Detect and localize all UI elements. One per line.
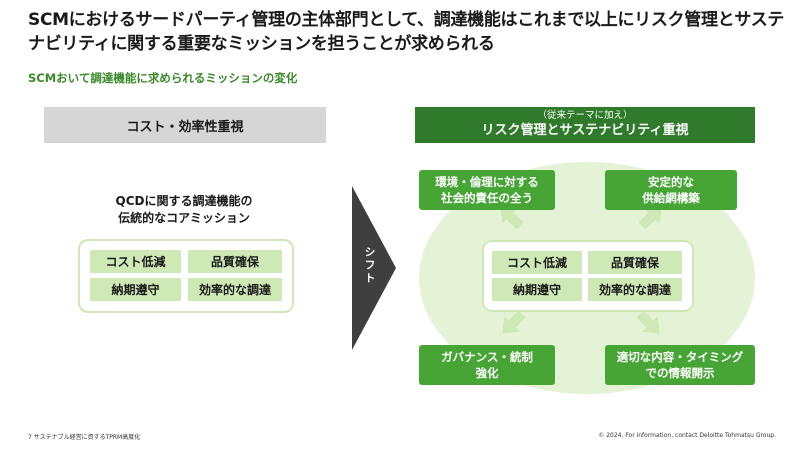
right-header: （従来テーマに加え） リスク管理とサステナビリティ重視	[415, 107, 755, 143]
mission-stable-supply: 安定的な 供給網構築	[605, 170, 737, 210]
mission-disclosure-line2: での情報開示	[645, 366, 715, 380]
arrow-up-right-icon	[638, 206, 662, 230]
mission-governance-line2: 強化	[475, 366, 499, 380]
right-chip-delivery: 納期遵守	[492, 278, 582, 301]
left-caption-line2: 伝統的なコアミッション	[118, 211, 250, 225]
left-caption-line1: QCDに関する調達機能の	[115, 194, 253, 208]
left-chip-quality: 品質確保	[188, 250, 282, 273]
page-title: SCMにおけるサードパーティ管理の主体部門として、調達機能はこれまで以上にリスク…	[28, 10, 785, 54]
right-chip-efficiency: 効率的な調達	[588, 278, 682, 301]
left-chip-cost: コスト低減	[90, 250, 181, 273]
mission-social-responsibility-line2: 社会的責任の全う	[441, 191, 533, 205]
mission-stable-supply-line1: 安定的な	[648, 175, 694, 189]
mission-disclosure-line1: 適切な内容・タイミング	[616, 350, 744, 364]
mission-social-responsibility-line1: 環境・倫理に対する	[435, 175, 539, 189]
footer-page-info: 7 サステナブル経営に資するTPRM高度化	[28, 434, 141, 441]
left-caption: QCDに関する調達機能の 伝統的なコアミッション	[84, 193, 284, 227]
shift-label: シフト	[363, 246, 376, 285]
left-chip-efficiency: 効率的な調達	[188, 278, 282, 301]
mission-social-responsibility: 環境・倫理に対する 社会的責任の全う	[419, 170, 555, 210]
arrow-down-right-icon	[636, 310, 660, 334]
right-chip-quality: 品質確保	[588, 251, 682, 274]
right-core-box: コスト低減 品質確保 納期遵守 効率的な調達	[482, 240, 694, 312]
right-header-title: リスク管理とサステナビリティ重視	[481, 123, 689, 138]
section-subtitle: SCMおいて調達機能に求められるミッションの変化	[28, 71, 298, 85]
left-core-box: コスト低減 品質確保 納期遵守 効率的な調達	[78, 239, 294, 313]
left-header: コスト・効率性重視	[44, 107, 326, 143]
shift-arrow-icon	[352, 186, 396, 350]
mission-governance: ガバナンス・統制 強化	[419, 345, 555, 385]
left-chip-delivery: 納期遵守	[90, 278, 181, 301]
footer-copyright: © 2024. For information, contact Deloitt…	[598, 432, 776, 439]
right-chip-cost: コスト低減	[492, 251, 582, 274]
mission-stable-supply-line2: 供給網構築	[642, 191, 700, 205]
arrow-up-left-icon	[500, 206, 524, 230]
arrow-down-left-icon	[502, 310, 526, 334]
right-header-note: （従来テーマに加え）	[537, 110, 633, 121]
mission-governance-line1: ガバナンス・統制	[441, 350, 533, 364]
mission-disclosure: 適切な内容・タイミング での情報開示	[605, 345, 755, 385]
